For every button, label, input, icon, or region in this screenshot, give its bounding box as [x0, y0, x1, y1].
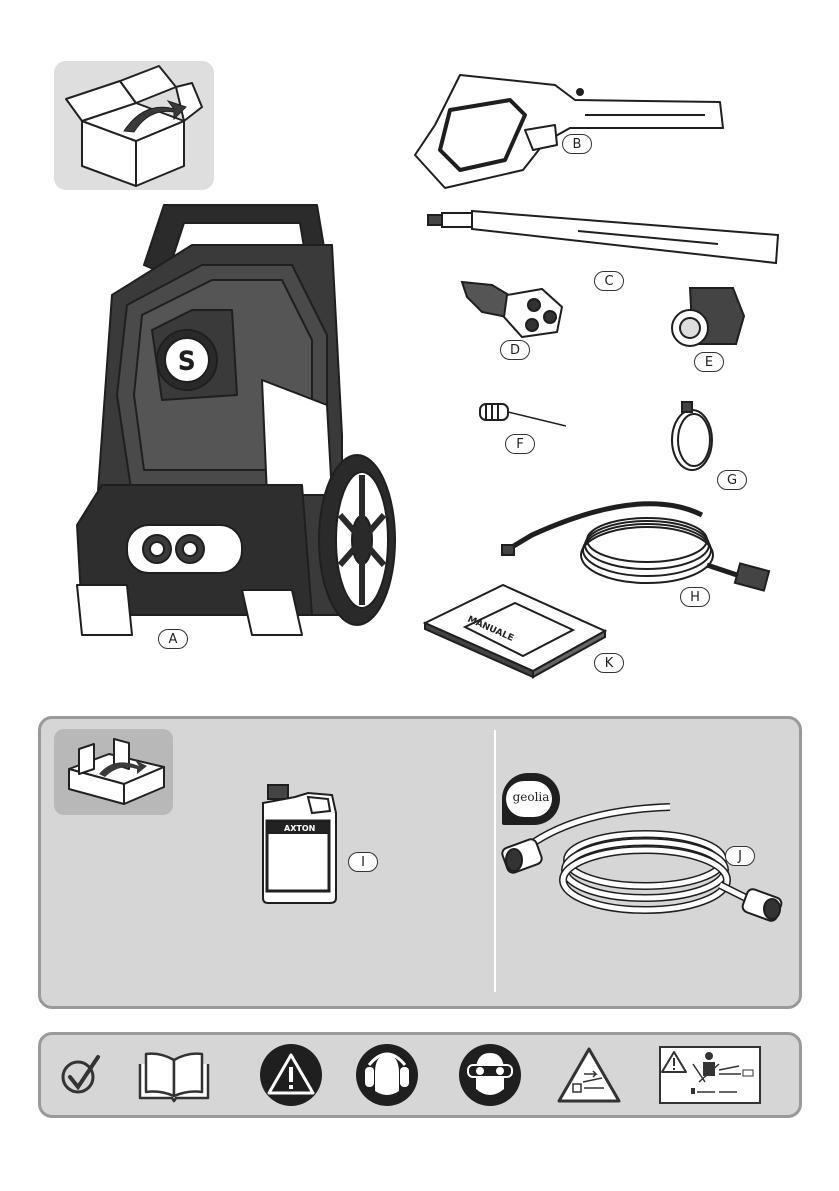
part-label-j: J — [725, 846, 755, 866]
part-label-a: A — [158, 629, 188, 649]
multi-nozzle-illustration — [462, 277, 567, 339]
oil-brand-label: AXTON — [284, 824, 315, 833]
hose-coil-illustration — [664, 400, 724, 475]
spray-gun-illustration — [405, 70, 730, 190]
geolia-logo-text: geolia — [502, 790, 560, 804]
oil-bottle-illustration: AXTON — [260, 783, 340, 905]
package-icon — [54, 729, 173, 815]
optional-box-illustration — [54, 729, 173, 815]
open-box-icon — [54, 61, 214, 190]
part-label-i: I — [348, 852, 378, 872]
part-label-e: E — [694, 352, 724, 372]
safety-label-icon — [659, 1046, 761, 1104]
part-label-h: H — [680, 587, 710, 607]
box-illustration — [54, 61, 214, 190]
eye-protection-icon — [458, 1043, 522, 1107]
adapter-illustration — [668, 286, 746, 348]
pressure-washer-illustration: S — [72, 195, 402, 645]
part-label-b: B — [562, 134, 592, 154]
part-label-d: D — [500, 340, 530, 360]
ear-protection-icon — [355, 1043, 419, 1107]
lance-illustration — [428, 205, 783, 265]
book-icon — [136, 1050, 212, 1102]
part-label-c: C — [594, 271, 624, 291]
high-pressure-hose-illustration — [502, 495, 772, 595]
check-icon — [60, 1053, 102, 1095]
part-label-f: F — [505, 434, 535, 454]
panel-divider — [494, 730, 496, 992]
part-label-g: G — [717, 470, 747, 490]
cleaning-needle-illustration — [478, 400, 568, 430]
manual-illustration: MANUALE — [423, 583, 608, 673]
svg-text:S: S — [179, 347, 194, 375]
jet-hazard-icon — [556, 1046, 622, 1104]
warning-icon — [259, 1043, 323, 1107]
part-label-k: K — [594, 653, 624, 673]
